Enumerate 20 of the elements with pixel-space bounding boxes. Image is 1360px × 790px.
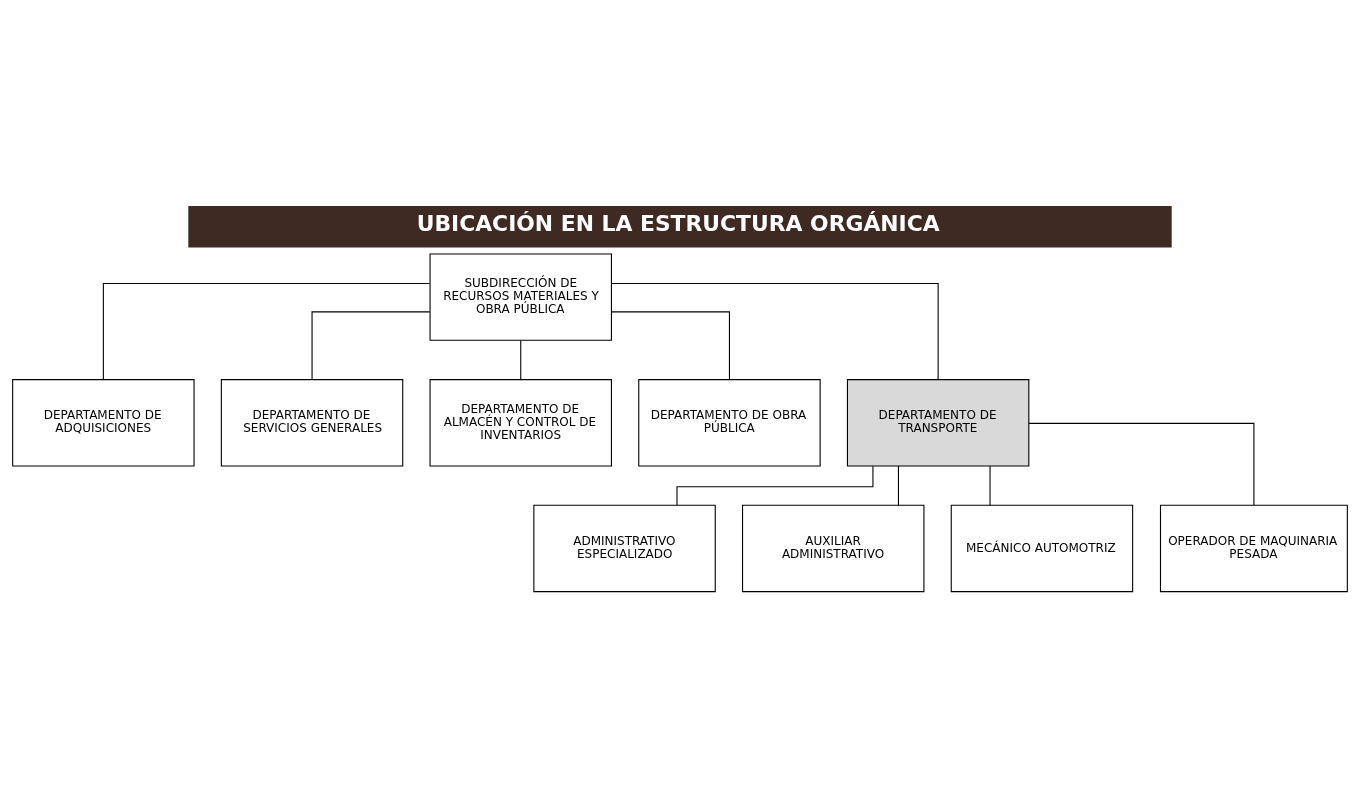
connector — [611, 282, 939, 380]
node-box: MECÁNICO AUTOMOTRIZ — [950, 504, 1134, 592]
connector — [520, 339, 522, 380]
node-box: DEPARTAMENTO DE ADQUISICIONES — [12, 378, 195, 467]
connector — [897, 465, 899, 506]
node-box: ADMINISTRATIVO ESPECIALIZADO — [533, 504, 716, 592]
node-box: DEPARTAMENTO DE TRANSPORTE — [846, 378, 1030, 467]
node-box: DEPARTAMENTO DE SERVICIOS GENERALES — [220, 378, 404, 467]
connector — [989, 465, 991, 506]
node-box: DEPARTAMENTO DE OBRA PÚBLICA — [638, 378, 821, 467]
node-box: SUBDIRECCIÓN DE RECURSOS MATERIALES Y OBRA PÚBLICA — [429, 252, 612, 341]
connector — [102, 282, 431, 380]
node-box: DEPARTAMENTO DE ALMACÉN Y CONTROL DE INVENTARIOS — [429, 378, 612, 467]
connector — [611, 310, 730, 380]
connector — [1028, 422, 1255, 506]
node-box: AUXILIAR ADMINISTRATIVO — [742, 504, 925, 592]
diagram-title: UBICACIÓN EN LA ESTRUCTURA ORGÁNICA — [416, 210, 940, 236]
node-box: OPERADOR DE MAQUINARIA PESADA — [1159, 504, 1348, 592]
connector — [311, 310, 431, 380]
connector — [676, 465, 874, 506]
